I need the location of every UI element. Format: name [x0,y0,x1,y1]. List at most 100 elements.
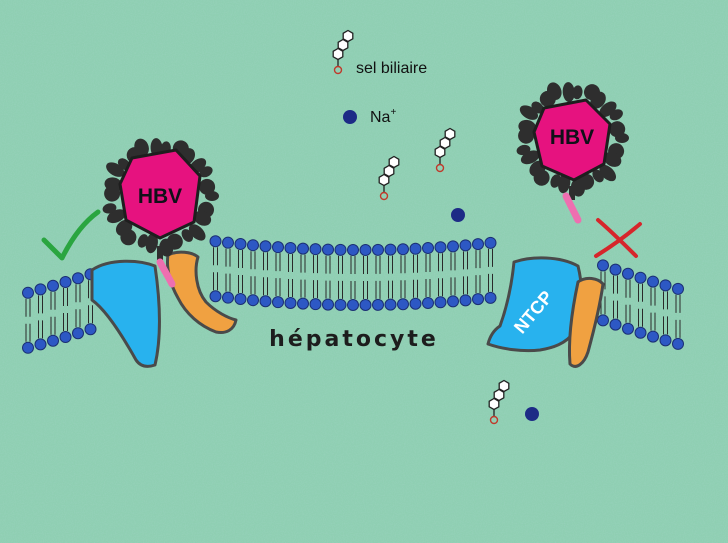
carboxyl-group [435,163,445,173]
lipid-head-inner [372,298,384,311]
lipid-head-inner [484,291,497,304]
lipid-head-inner [459,294,472,307]
envelope-protein [145,233,158,254]
lipid-head-inner [647,330,659,343]
sodium-symbol: Na [370,109,391,126]
envelope-protein [516,144,531,156]
lipid-head-inner [472,293,484,306]
lipid-head-outer [609,263,622,276]
lipid-head-inner [634,326,647,339]
hbv-label-left: HBV [138,185,182,208]
steroid-ring [337,38,349,52]
envelope-stalk [157,246,163,260]
envelope-protein [137,234,149,248]
lipid-head-outer [422,242,434,255]
lipid-head-outer [22,286,34,299]
lipid-head-inner [34,338,47,351]
ntcp-receptor-right [486,256,583,353]
lipid-head-inner [347,298,359,311]
bile-salt [378,155,400,201]
bile-salt-molecules [332,29,510,425]
lipid-head-outer [234,238,247,251]
lipid-head-inner [72,327,84,340]
envelope-protein [134,138,149,157]
lipid-head-outer [397,243,409,256]
lipid-head-inner [297,297,309,310]
lipid-head-outer [309,243,322,256]
steroid-ring [378,173,390,187]
envelope-protein [188,224,206,241]
lipid-head-outer [297,242,309,255]
envelope-protein [572,85,583,100]
steroid-ring [439,136,451,150]
hbv-label-right: HBV [550,126,594,149]
lipid-head-inner [272,296,284,309]
lipid-head-inner [222,291,234,304]
lipid-head-inner [22,341,34,354]
carboxyl-group [379,191,389,201]
virus-envelope-spikes-right [516,82,629,200]
cell-membrane [22,235,684,354]
lipid-head-inner [447,295,459,308]
envelope-protein [193,210,212,226]
virus-prey-tail-right [562,192,582,224]
cross-mark-icon [594,218,642,258]
lipid-head-outer [622,267,634,280]
lipid-head-outer [209,235,222,248]
lipid-head-outer [347,243,359,256]
lipid-head-outer [284,241,297,254]
virus-prey-tail-left [156,258,176,288]
steroid-ring [434,145,446,159]
cotransporter-right [567,276,605,368]
lipid-head-outer [434,241,447,254]
envelope-protein [609,109,623,121]
lipid-head-inner [309,298,322,311]
envelope-protein [550,174,561,188]
lipid-head-outer [672,282,684,295]
bile-salt [332,29,354,75]
lipid-head-outer [334,243,347,256]
lipid-head-inner [434,296,447,309]
lipid-head-inner [247,294,259,307]
envelope-protein [115,219,133,236]
lipid-head-outer [359,243,372,256]
ntcp-receptor-left [90,259,162,368]
lipid-head-inner [359,298,372,311]
lipid-head-inner [209,290,222,303]
lipid-head-outer [459,239,472,252]
lipid-head-inner [259,295,272,308]
lipid-head-inner [597,314,609,327]
lipid-head-inner [334,298,347,311]
lipid-head-outer [472,238,484,251]
envelope-protein [199,178,216,195]
steroid-ring [332,47,344,61]
legend-bile-salt-label: sel biliaire [356,60,427,77]
lipid-head-outer [259,240,272,253]
lipid-head-outer [447,240,459,253]
lipid-head-inner [622,322,634,335]
lipid-head-inner [659,334,672,347]
virus-capsid-left [118,148,202,240]
steroid-ring [444,127,456,141]
steroid-ring [383,164,395,178]
lipid-head-inner [322,298,334,311]
lipid-head-outer [597,259,609,272]
hepatocyte-label: hépatocyte [269,327,439,352]
envelope-stalk [569,186,575,200]
lipid-head-outer [384,243,397,256]
envelope-protein [531,101,544,114]
envelope-protein [181,229,194,242]
lipid-head-outer [247,239,259,252]
envelope-protein [102,203,117,214]
lipid-head-inner [609,318,622,331]
envelope-protein [199,166,213,178]
envelope-protein [609,121,626,138]
envelope-protein [604,151,622,167]
lipid-head-outer [322,243,334,256]
lipid-head-inner [47,334,59,347]
lipid-head-outer [647,275,659,288]
lipid-head-inner [672,337,684,350]
lipid-head-inner [59,331,72,344]
